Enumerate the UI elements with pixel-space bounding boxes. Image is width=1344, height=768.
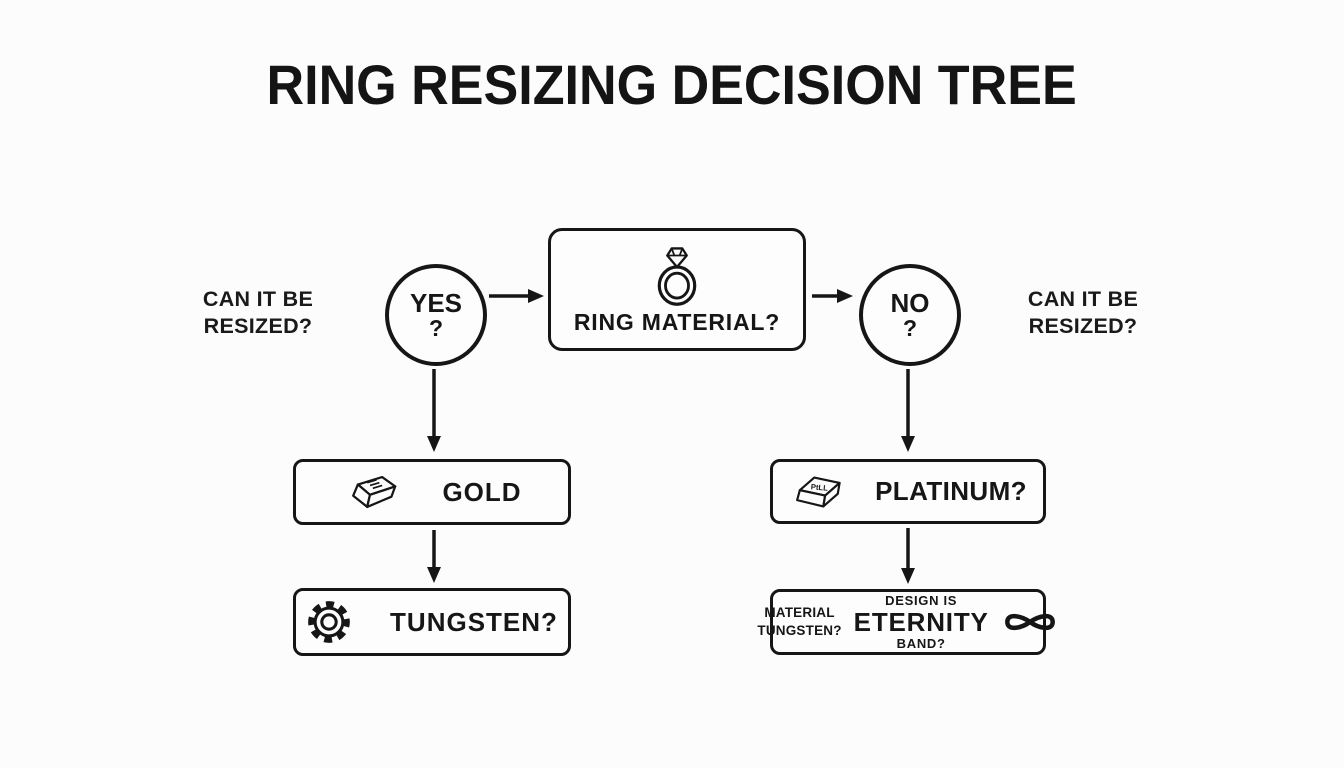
right-label-line2: RESIZED? bbox=[1028, 314, 1138, 339]
right-label-line1: CAN IT BE bbox=[1027, 287, 1139, 311]
left-label-line1: CAN IT BE bbox=[202, 287, 314, 311]
gold-label: GOLD bbox=[442, 476, 522, 507]
tungsten-label: TUNGSTEN? bbox=[390, 606, 558, 637]
platinum-label: PLATINUM? bbox=[875, 476, 1027, 506]
tungsten-node: TUNGSTEN? bbox=[293, 588, 571, 656]
diamond-ring-icon bbox=[652, 244, 702, 306]
platinum-node: PtLL PLATINUM? bbox=[770, 459, 1046, 524]
gold-node: GOLD bbox=[293, 459, 571, 525]
yes-label: YES bbox=[409, 287, 463, 318]
ring-material-node: RING MATERIAL? bbox=[548, 228, 806, 351]
gold-ingot-icon bbox=[342, 472, 398, 512]
eternity-side-line2: TUNGSTEN? bbox=[757, 623, 842, 638]
yes-question-mark: ? bbox=[428, 315, 444, 342]
page-title: RING RESIZING DECISION TREE bbox=[0, 52, 1344, 117]
eternity-main-label: DESIGN IS ETERNITY BAND? bbox=[854, 594, 989, 650]
eternity-caption-bottom: BAND? bbox=[896, 636, 946, 651]
eternity-caption-top: DESIGN IS bbox=[885, 593, 958, 608]
ring-material-label: RING MATERIAL? bbox=[573, 308, 781, 335]
eternity-band-node: MATERIAL TUNGSTEN? DESIGN IS ETERNITY BA… bbox=[757, 589, 1055, 655]
eternity-label: ETERNITY bbox=[853, 607, 989, 637]
no-decision-circle: NO ? bbox=[859, 264, 961, 366]
eternity-side-line1: MATERIAL bbox=[764, 605, 835, 621]
platinum-ingot-stamp-text: PtLL bbox=[811, 482, 829, 492]
no-question-mark: ? bbox=[902, 315, 918, 342]
right-can-it-be-resized-label: CAN IT BE RESIZED? bbox=[998, 286, 1168, 340]
left-can-it-be-resized-label: CAN IT BE RESIZED? bbox=[173, 286, 343, 340]
infinity-icon bbox=[1001, 607, 1059, 637]
no-label: NO bbox=[890, 287, 930, 318]
yes-decision-circle: YES ? bbox=[385, 264, 487, 366]
left-label-line2: RESIZED? bbox=[203, 314, 313, 339]
page-title-text: RING RESIZING DECISION TREE bbox=[266, 53, 1078, 116]
eternity-side-label: MATERIAL TUNGSTEN? bbox=[757, 604, 841, 639]
platinum-ingot-icon: PtLL bbox=[789, 471, 845, 513]
gear-icon bbox=[306, 599, 352, 645]
